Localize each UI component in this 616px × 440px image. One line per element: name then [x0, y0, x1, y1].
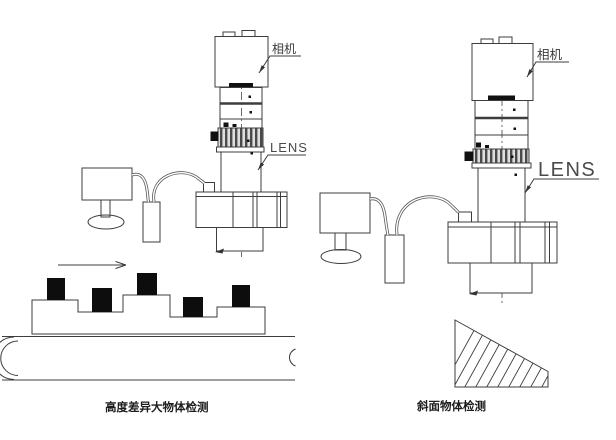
- object-block: [47, 278, 65, 300]
- left-camera-body: [214, 30, 269, 88]
- right-thumb-screw: [464, 151, 474, 161]
- left-lens-arrowhead: [258, 162, 265, 170]
- right-lens-tube-stack: [474, 100, 529, 150]
- right-monitor-base: [320, 249, 362, 264]
- right-camera-callout: 相机: [526, 48, 569, 78]
- left-monitor-stand: [100, 199, 111, 218]
- left-light-connector: [203, 182, 215, 193]
- right-light-connector: [458, 211, 472, 223]
- object-blocks: [47, 273, 250, 317]
- right-cables: [369, 195, 460, 236]
- right-caption: 斜面物体检测: [416, 399, 486, 413]
- left-camera-callout: 相机: [258, 42, 301, 74]
- right-camera-mount-bar: [488, 95, 515, 101]
- left-bottom-tube: [215, 227, 264, 254]
- left-inspection-setup: 相机 LENS 高度差异大物体检测: [0, 30, 308, 414]
- object-block: [137, 273, 157, 295]
- left-cables: [131, 171, 206, 203]
- left-monitor: [81, 167, 133, 230]
- right-bottom-arrowhead: [469, 290, 478, 296]
- right-ring-light: [447, 211, 558, 264]
- left-camera-label: 相机: [272, 42, 296, 56]
- right-index-dots: [511, 108, 517, 176]
- right-lens-barrel: [477, 167, 526, 223]
- left-camera-arrowhead: [259, 65, 265, 73]
- conveyor-belt: [0, 336, 296, 381]
- right-camera-label: 相机: [537, 48, 563, 62]
- right-inspection-setup: 相机 LENS 斜面物体检测: [319, 36, 599, 413]
- left-lens-label: LENS: [270, 140, 308, 155]
- left-lens-callout: LENS: [257, 140, 308, 171]
- left-lens-tube-stack: [219, 87, 263, 129]
- object-block: [183, 297, 203, 317]
- left-ring-light: [195, 182, 288, 228]
- right-monitor: [319, 192, 371, 264]
- right-bottom-tube: [469, 262, 533, 296]
- left-monitor-base: [87, 214, 125, 230]
- right-light-controller: [384, 234, 405, 284]
- right-monitor-stand: [334, 232, 347, 251]
- left-light-controller: [142, 201, 161, 243]
- right-lens-label: LENS: [538, 159, 596, 181]
- left-index-dots: [247, 95, 253, 155]
- right-lens-callout: LENS: [524, 159, 599, 194]
- left-focus-ring: [210, 127, 265, 153]
- right-focus-ring: [464, 148, 532, 169]
- object-block: [92, 288, 112, 312]
- wedge-sample: [454, 319, 549, 388]
- left-thumb-screw: [210, 131, 219, 141]
- left-lens-barrel: [220, 151, 262, 193]
- left-caption: 高度差异大物体检测: [105, 400, 209, 414]
- left-bottom-arrowhead: [215, 248, 224, 254]
- right-camera-body: [471, 36, 534, 101]
- right-lens-arrowhead: [525, 185, 531, 193]
- stepped-platform: [31, 294, 266, 335]
- left-camera-mount-bar: [229, 83, 253, 88]
- left-direction-arrow: [58, 261, 127, 269]
- object-block: [232, 285, 250, 307]
- right-camera-arrowhead: [527, 69, 533, 77]
